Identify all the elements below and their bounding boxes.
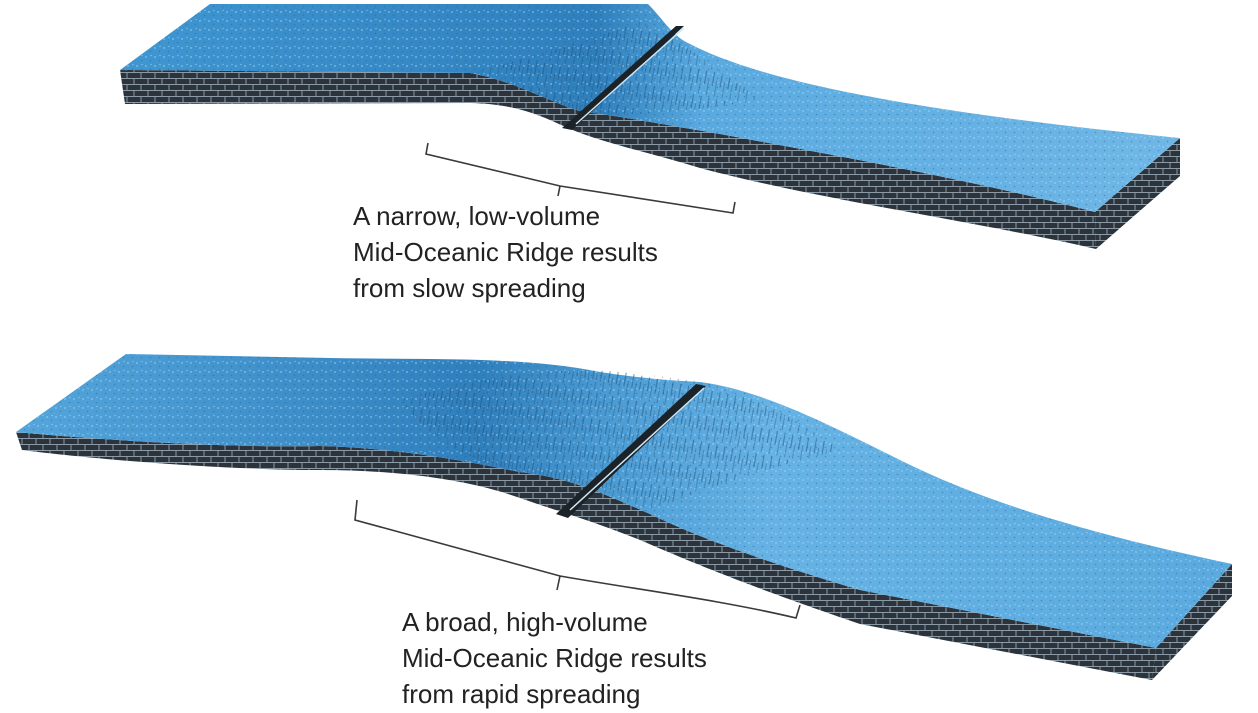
slow-spreading-caption: A narrow, low-volume Mid-Oceanic Ridge r…: [353, 198, 658, 306]
rapid-crust-end-face: [1152, 564, 1232, 680]
caption-line: A broad, high-volume: [402, 607, 648, 637]
caption-line: A narrow, low-volume: [353, 201, 601, 231]
slow-ridge-bracket: [425, 142, 736, 214]
slow-rift-axis: [562, 26, 684, 130]
slow-ridge-fissures: [470, 22, 760, 115]
caption-line: Mid-Oceanic Ridge results: [402, 643, 707, 673]
rapid-spreading-caption: A broad, high-volume Mid-Oceanic Ridge r…: [402, 604, 707, 712]
caption-line: from rapid spreading: [402, 679, 641, 709]
slow-crust-front-face: [120, 70, 1096, 249]
slow-crust-end-face: [1095, 138, 1180, 249]
rapid-spreading-block: [16, 354, 1232, 680]
rapid-ridge-bracket: [354, 499, 801, 619]
rapid-rift-axis: [556, 384, 706, 518]
caption-line: from slow spreading: [353, 273, 586, 303]
slow-spreading-block: [120, 4, 1180, 249]
rapid-crust-front-face: [16, 432, 1156, 680]
caption-line: Mid-Oceanic Ridge results: [353, 237, 658, 267]
rapid-ridge-fissures: [400, 370, 840, 510]
